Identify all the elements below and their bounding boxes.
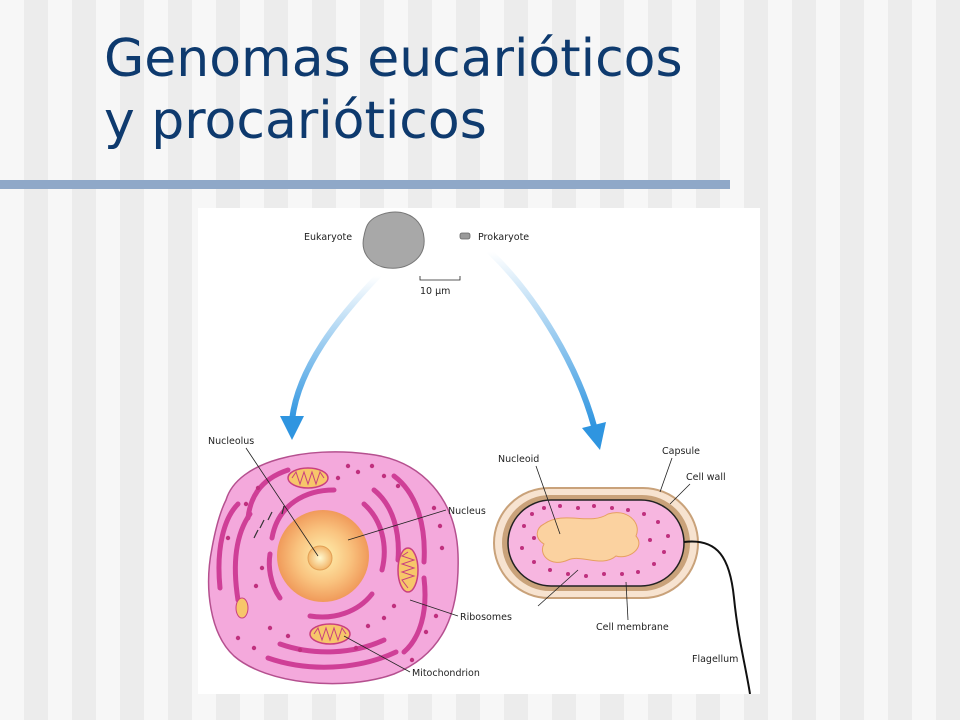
eukaryotic-cell (207, 451, 459, 685)
prokaryote-ribosomes-leader (537, 569, 579, 607)
nucleus-label: Nucleus (448, 506, 486, 517)
flagellum-label: Flagellum (692, 654, 738, 665)
mitochondrion-leader (343, 635, 411, 673)
capsule-leader (659, 457, 673, 493)
flagellum (683, 540, 751, 694)
scale-label: 10 µm (420, 286, 450, 297)
arrow-to-prokaryote (487, 249, 606, 450)
arrow-to-eukaryote (280, 273, 381, 440)
ribosomes-label: Ribosomes (460, 612, 512, 623)
mitochondrion-top (287, 467, 329, 489)
nucleolus-leader (245, 447, 319, 557)
cell-membrane-leader (625, 581, 629, 621)
slide-title: Genomas eucarióticos y procarióticos (104, 28, 683, 152)
eukaryote-label: Eukaryote (304, 232, 352, 243)
nucleoid-leader (535, 465, 561, 535)
ribosomes-leader (409, 599, 459, 617)
eukaryote-scale-cell (362, 211, 425, 269)
capsule-label: Capsule (662, 446, 700, 457)
cell-membrane-label: Cell membrane (596, 622, 669, 633)
cell-wall-leader (669, 483, 691, 505)
cell-diagram-svg: Eukaryote Prokaryote 10 µm (207, 211, 751, 694)
title-line-1: Genomas eucarióticos (104, 29, 683, 89)
cell-comparison-figure: Eukaryote Prokaryote 10 µm (198, 208, 760, 694)
eukaryote-ribosomes (225, 463, 445, 663)
nucleoid-label: Nucleoid (498, 454, 539, 465)
prokaryote-label: Prokaryote (478, 232, 529, 243)
nucleoid (536, 512, 640, 563)
vesicle (235, 597, 249, 619)
nucleolus (307, 545, 333, 571)
scale-bar (419, 276, 461, 281)
ribosome-ticks (253, 505, 285, 539)
prokaryote-ribosomes (520, 504, 670, 578)
prokaryotic-cell (493, 487, 751, 694)
prokaryote-scale-cell (459, 232, 471, 240)
nucleus-leader (347, 509, 447, 541)
mitochondrion-bottom (309, 623, 351, 645)
cell-wall-label: Cell wall (686, 472, 726, 483)
endoplasmic-reticulum (216, 467, 428, 670)
mitochondrion-label: Mitochondrion (412, 668, 480, 679)
title-underline (0, 180, 730, 189)
nuclear-envelope (266, 487, 387, 620)
nucleolus-label: Nucleolus (208, 436, 254, 447)
mitochondrion-right (397, 547, 419, 593)
title-line-2: y procarióticos (104, 91, 487, 151)
